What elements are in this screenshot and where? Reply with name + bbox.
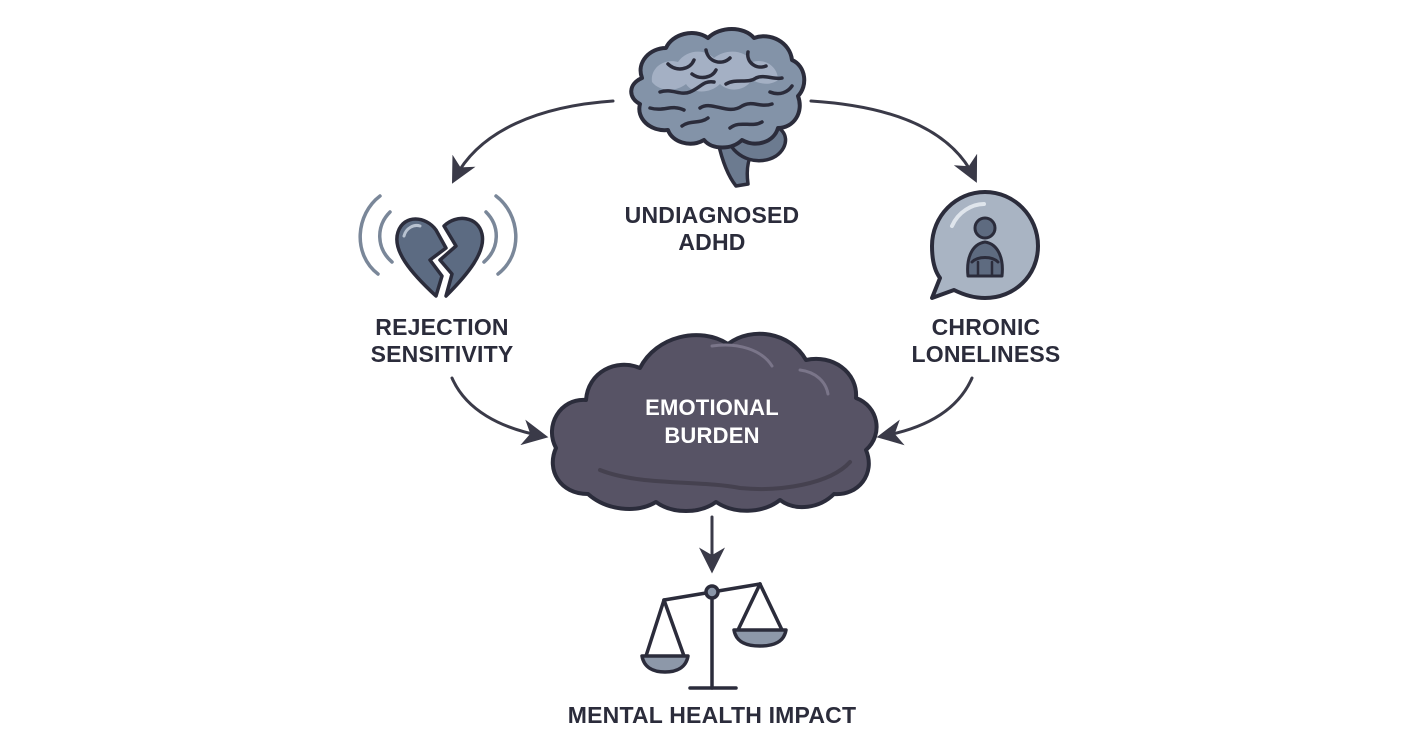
adhd-label-line2: ADHD (678, 229, 746, 255)
broken-heart-icon (358, 194, 518, 298)
impact-label: MENTAL HEALTH IMPACT (512, 702, 912, 729)
rejection-label: REJECTION SENSITIVITY (340, 314, 544, 368)
arrow-loneliness-to-burden (876, 376, 974, 446)
impact-label-text: MENTAL HEALTH IMPACT (567, 702, 857, 728)
arrow-adhd-to-loneliness (809, 99, 978, 183)
arrows (450, 99, 978, 574)
rejection-label-line2: SENSITIVITY (370, 341, 514, 367)
sound-arc-left-inner (378, 210, 394, 264)
arrow-adhd-to-rejection (451, 99, 615, 184)
arrow-rejection-to-burden (450, 376, 549, 446)
burden-label-line2: BURDEN (664, 423, 760, 448)
adhd-label: UNDIAGNOSED ADHD (610, 202, 814, 256)
cloud-icon (550, 331, 879, 513)
rejection-label-line1: REJECTION (375, 314, 509, 340)
sound-arc-left-outer (358, 194, 382, 276)
sound-arc-right-outer (494, 194, 518, 276)
lonely-person-bubble-icon (930, 190, 1040, 300)
loneliness-label: CHRONIC LONELINESS (884, 314, 1088, 368)
loneliness-label-line1: CHRONIC (931, 314, 1041, 340)
brain-icon (629, 27, 807, 188)
loneliness-label-line2: LONELINESS (911, 341, 1061, 367)
burden-label-line1: EMOTIONAL (645, 395, 779, 420)
sound-arc-right-inner (482, 210, 498, 264)
balance-scale-icon (640, 582, 788, 690)
adhd-label-line1: UNDIAGNOSED (624, 202, 800, 228)
burden-label: EMOTIONAL BURDEN (610, 394, 814, 450)
